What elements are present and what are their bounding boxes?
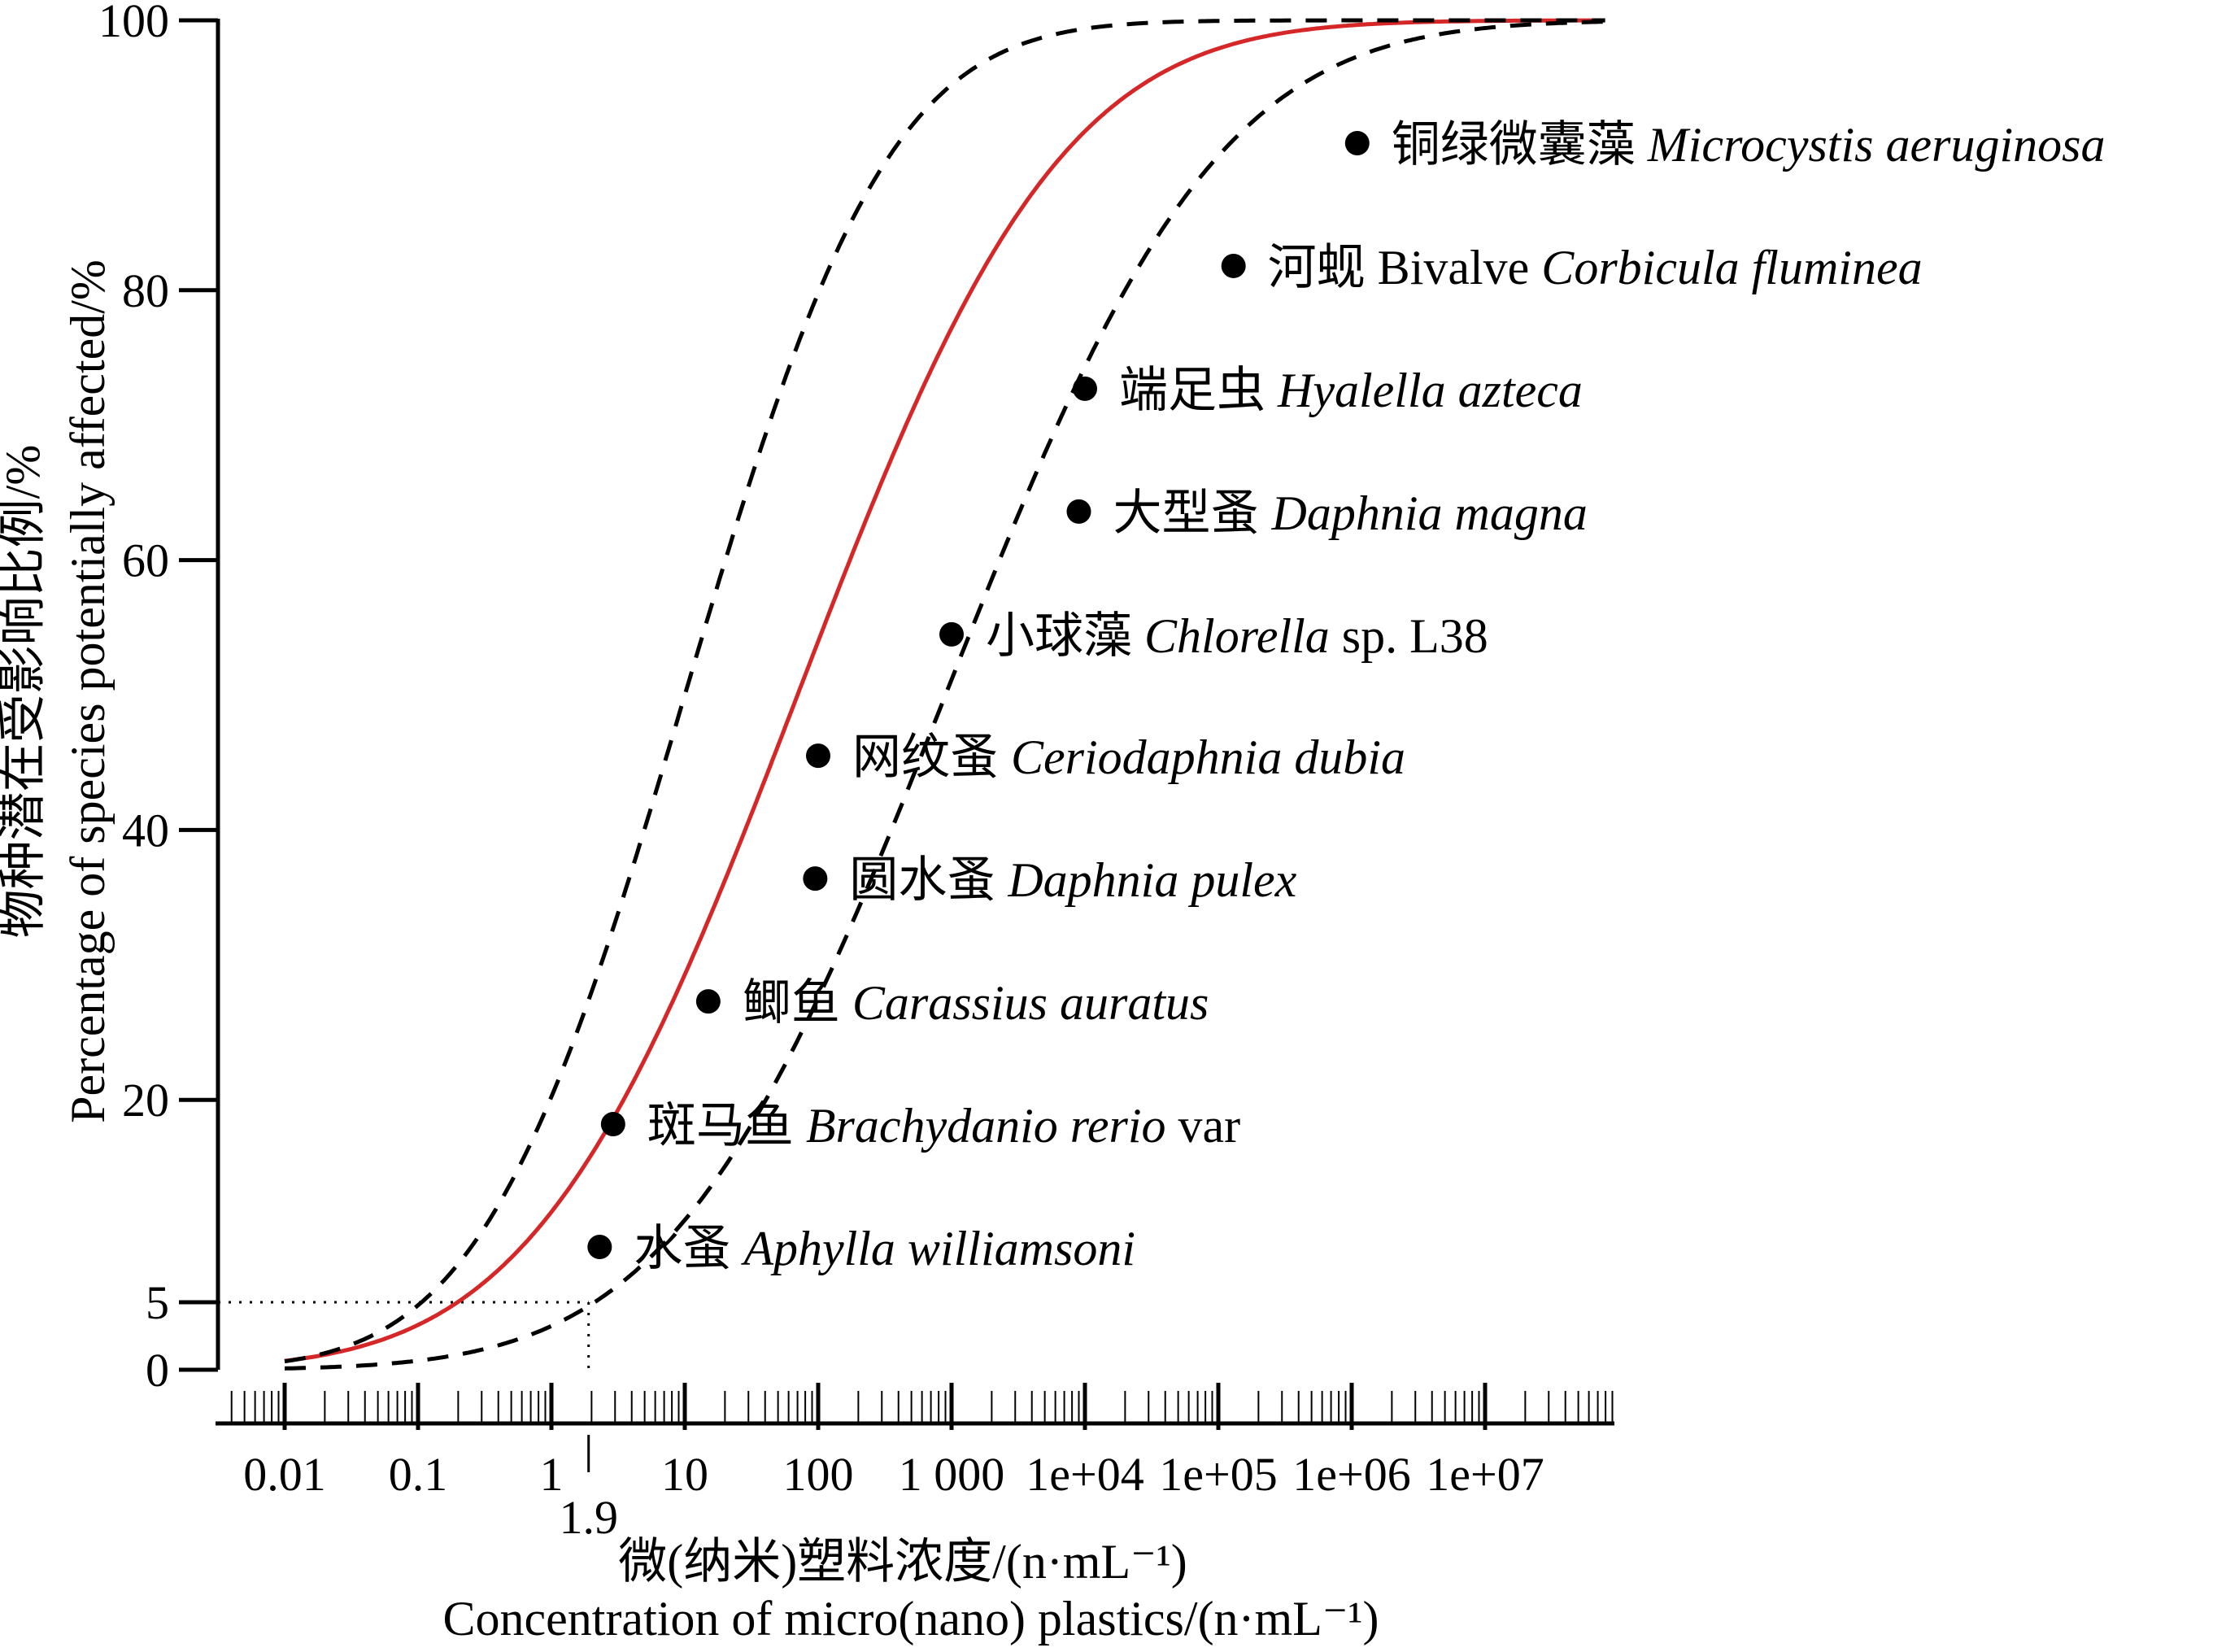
x-tick-label: 0.1 <box>389 1448 448 1501</box>
y-tick-label: 80 <box>122 264 169 317</box>
data-point <box>1344 130 1370 155</box>
y-tick-label: 40 <box>122 804 169 857</box>
species-label: 端足虫 Hyalella azteca <box>1119 364 1583 417</box>
species-label: 网纹蚤 Ceriodaphnia dubia <box>852 730 1405 784</box>
species-label: 水蚤 Aphylla williamsoni <box>634 1222 1135 1275</box>
data-point <box>1066 499 1091 524</box>
species-label: 铜绿微囊藻 Microcystis aeruginosa <box>1392 118 2106 172</box>
curve-lower <box>284 18 1605 1364</box>
data-point <box>939 621 964 647</box>
species-name-cn: 斑马鱼 <box>647 1099 806 1153</box>
species-label: 斑马鱼 Brachydanio rerio var <box>647 1099 1240 1153</box>
data-point <box>600 1112 625 1137</box>
curve-fit <box>284 18 1605 1363</box>
species-name-cn: 铜绿微囊藻 <box>1392 118 1648 172</box>
curves <box>284 18 1605 1371</box>
data-point <box>803 866 828 891</box>
species-name-latin: Carassius auratus <box>852 976 1209 1030</box>
x-tick-label: 1e+05 <box>1159 1448 1277 1501</box>
species-name-latin: Hyalella azteca <box>1277 364 1583 417</box>
species-name-cn: 圆水蚤 <box>849 853 1008 907</box>
curve-upper <box>284 20 1605 1371</box>
data-point <box>1221 253 1246 278</box>
species-name-cn: 鲫鱼 <box>743 976 852 1030</box>
y-tick-label: 100 <box>98 0 169 47</box>
data-point <box>1073 376 1097 401</box>
x-tick-label: 1e+04 <box>1026 1448 1143 1501</box>
species-name-cn: 大型蚤 <box>1113 486 1271 540</box>
y-tick-label: 20 <box>122 1074 169 1127</box>
y-tick-label: 5 <box>146 1276 169 1329</box>
species-name-latin: Microcystis aeruginosa <box>1647 118 2106 172</box>
y-axis-title-en: Percentage of species potentially affect… <box>61 259 115 1123</box>
species-name-latin: Aphylla williamsoni <box>740 1222 1135 1275</box>
x-tick-label: 1 <box>540 1448 564 1501</box>
species-label: 小球藻 Chlorella sp. L38 <box>986 609 1488 663</box>
data-points <box>587 130 1370 1260</box>
hc5-x-label: 1.9 <box>559 1491 618 1544</box>
x-axis-title-en: Concentration of micro(nano) plastics/(n… <box>443 1592 1379 1645</box>
y-axis-title-cn: 物种潜在受影响比例/% <box>0 445 50 939</box>
species-name-latin: Daphnia pulex <box>1007 853 1296 907</box>
x-tick-label: 1e+07 <box>1426 1448 1544 1501</box>
species-name-suffix: sp. L38 <box>1330 609 1488 663</box>
species-name-cn: 水蚤 <box>634 1222 743 1275</box>
species-name-latin: Chlorella <box>1144 609 1330 663</box>
species-label: 鲫鱼 Carassius auratus <box>743 976 1209 1030</box>
species-name-latin: Brachydanio rerio <box>806 1099 1166 1153</box>
data-point <box>695 989 721 1014</box>
x-tick-label: 1e+06 <box>1292 1448 1410 1501</box>
species-label: 圆水蚤 Daphnia pulex <box>849 853 1296 907</box>
species-name-cn: 网纹蚤 <box>852 730 1011 784</box>
species-labels: 水蚤 Aphylla williamsoni 斑马鱼 Brachydanio re… <box>634 118 2105 1275</box>
x-tick-label: 10 <box>661 1448 708 1501</box>
species-name-latin: Corbicula fluminea <box>1541 241 1922 294</box>
species-name-suffix: var <box>1166 1099 1241 1153</box>
species-name-cn: 端足虫 <box>1119 364 1278 417</box>
species-name-cn: 小球藻 <box>986 609 1144 663</box>
x-tick-label: 100 <box>783 1448 854 1501</box>
species-name-cn: 河蚬 Bivalve <box>1268 241 1542 294</box>
y-tick-label: 60 <box>122 534 169 587</box>
species-label: 大型蚤 Daphnia magna <box>1113 486 1587 540</box>
y-tick-label: 0 <box>146 1344 169 1397</box>
species-name-latin: Daphnia magna <box>1270 486 1587 540</box>
species-label: 河蚬 Bivalve Corbicula fluminea <box>1268 241 1923 294</box>
species-name-latin: Ceriodaphnia dubia <box>1011 730 1405 784</box>
axes: 0 5 20 40 60 80 100 0.01 0.1 1 10 100 1 000 1e+04 1e+0… <box>98 0 1614 1544</box>
x-tick-label: 0.01 <box>243 1448 326 1501</box>
data-point <box>806 743 830 769</box>
x-axis-title-cn: 微(纳米)塑料浓度/(n·mL⁻¹) <box>618 1535 1187 1589</box>
data-point <box>587 1235 612 1260</box>
x-tick-label: 1 000 <box>899 1448 1005 1501</box>
